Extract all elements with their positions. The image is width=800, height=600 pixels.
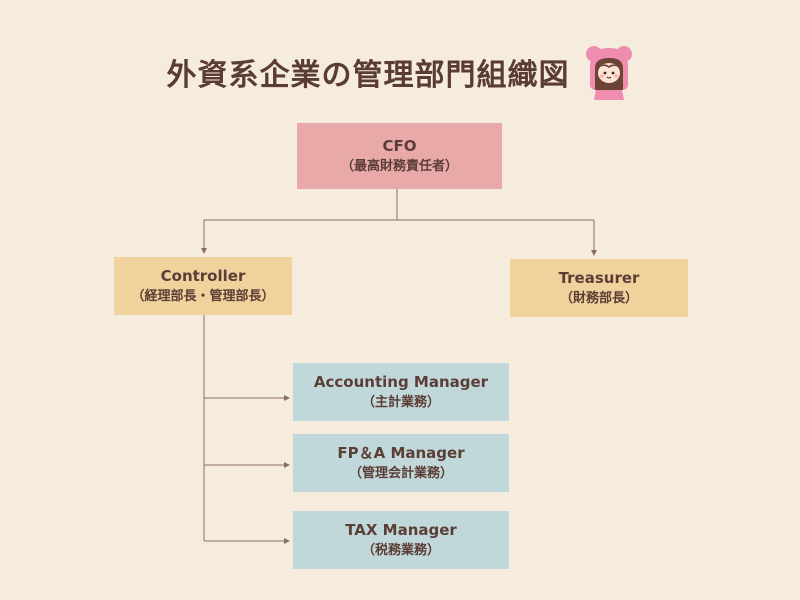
tax-manager-subtitle: （税務業務） <box>361 543 440 558</box>
page-title: 外資系企業の管理部門組織図 <box>166 58 570 93</box>
cfo-subtitle: （最高財務責任者） <box>340 159 458 174</box>
accounting-manager-title: Accounting Manager <box>313 373 489 391</box>
controller-box: Controller （経理部長・管理部長） <box>114 257 292 315</box>
cfo-box: CFO （最高財務責任者） <box>297 123 502 189</box>
fpa-manager-subtitle: （管理会計業務） <box>348 466 453 481</box>
fpa-manager-title: FP＆A Manager <box>337 444 465 462</box>
accounting-manager-subtitle: （主計業務） <box>361 395 440 410</box>
tax-manager-title: TAX Manager <box>345 521 457 539</box>
controller-subtitle: （経理部長・管理部長） <box>131 289 275 304</box>
tax-manager-box: TAX Manager （税務業務） <box>293 511 509 569</box>
page-title-area: 外資系企業の管理部門組織図 <box>0 44 800 100</box>
fpa-manager-box: FP＆A Manager （管理会計業務） <box>293 434 509 492</box>
cfo-title: CFO <box>382 137 417 155</box>
treasurer-subtitle: （財務部長） <box>559 291 638 306</box>
pink-bear-hood-girl-icon <box>585 46 632 100</box>
treasurer-box: Treasurer （財務部長） <box>510 259 688 317</box>
accounting-manager-box: Accounting Manager （主計業務） <box>293 363 509 421</box>
controller-title: Controller <box>160 267 246 285</box>
treasurer-title: Treasurer <box>558 269 640 287</box>
